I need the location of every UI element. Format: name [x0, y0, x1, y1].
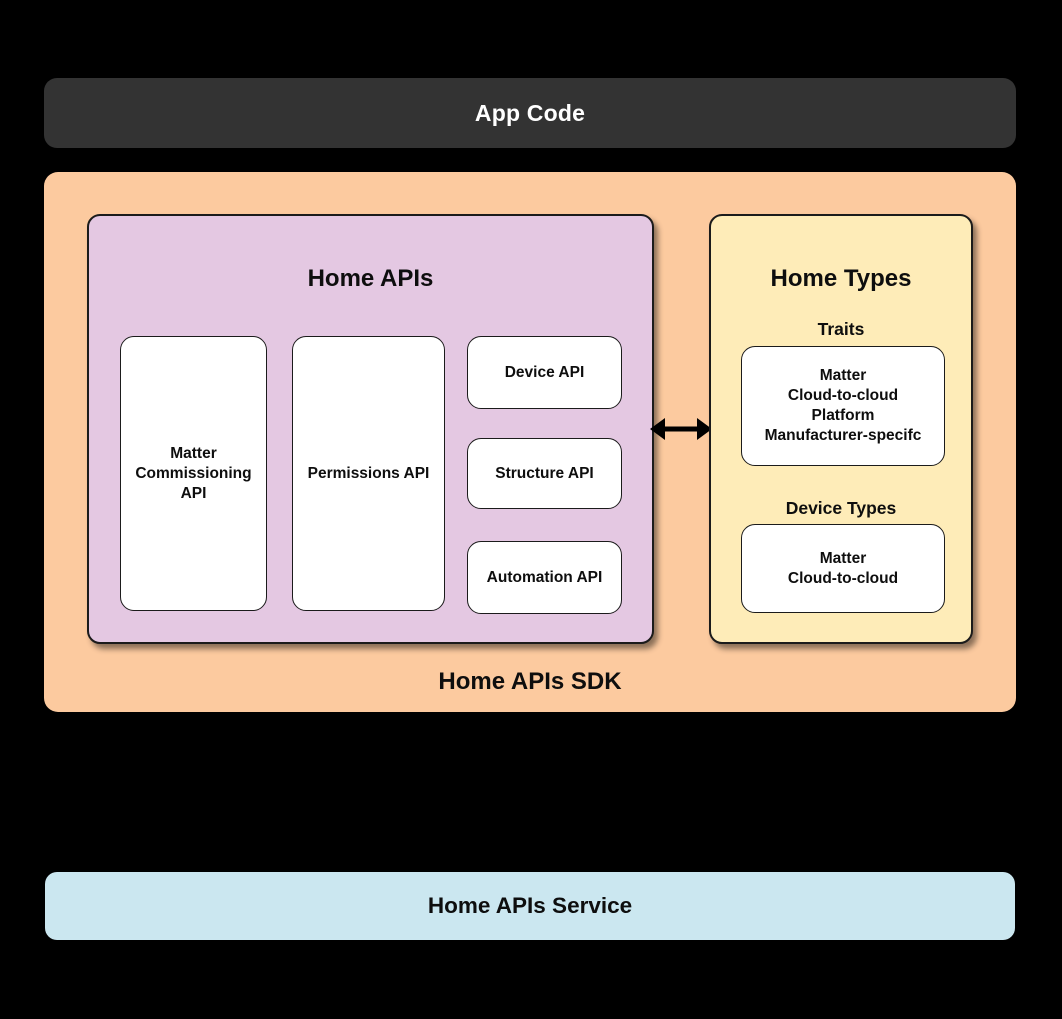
- home-types-title: Home Types: [770, 265, 912, 292]
- home-apis-sdk-container: Home APIs Matter Commissioning API Permi…: [44, 172, 1016, 712]
- device-api-card: Device API: [467, 336, 622, 409]
- app-code-label: App Code: [474, 99, 586, 126]
- device-api-label: Device API: [504, 363, 585, 381]
- traits-card: Matter Cloud-to-cloud Platform Manufactu…: [741, 346, 945, 466]
- matter-commissioning-api-label: Matter Commissioning API: [135, 444, 252, 502]
- device-types-heading: Device Types: [785, 498, 897, 518]
- permissions-api-card: Permissions API: [292, 336, 445, 611]
- traits-heading: Traits: [817, 319, 865, 339]
- device-types-list: Matter Cloud-to-cloud: [787, 549, 899, 587]
- home-types-panel: Home Types Traits Matter Cloud-to-cloud …: [709, 214, 973, 644]
- home-apis-service-label: Home APIs Service: [427, 893, 633, 918]
- structure-api-label: Structure API: [495, 464, 594, 482]
- permissions-api-label: Permissions API: [307, 464, 430, 482]
- structure-api-card: Structure API: [467, 438, 622, 509]
- app-code-block: App Code: [44, 78, 1016, 148]
- automation-api-label: Automation API: [486, 568, 603, 586]
- matter-commissioning-api-card: Matter Commissioning API: [120, 336, 267, 611]
- bidirectional-arrow-icon: [650, 418, 712, 440]
- home-apis-sdk-label: Home APIs SDK: [438, 668, 622, 695]
- traits-list: Matter Cloud-to-cloud Platform Manufactu…: [764, 367, 922, 444]
- home-apis-panel: Home APIs Matter Commissioning API Permi…: [87, 214, 654, 644]
- home-apis-title: Home APIs: [307, 265, 434, 292]
- home-apis-service-block: Home APIs Service: [45, 872, 1015, 940]
- device-types-card: Matter Cloud-to-cloud: [741, 524, 945, 613]
- automation-api-card: Automation API: [467, 541, 622, 614]
